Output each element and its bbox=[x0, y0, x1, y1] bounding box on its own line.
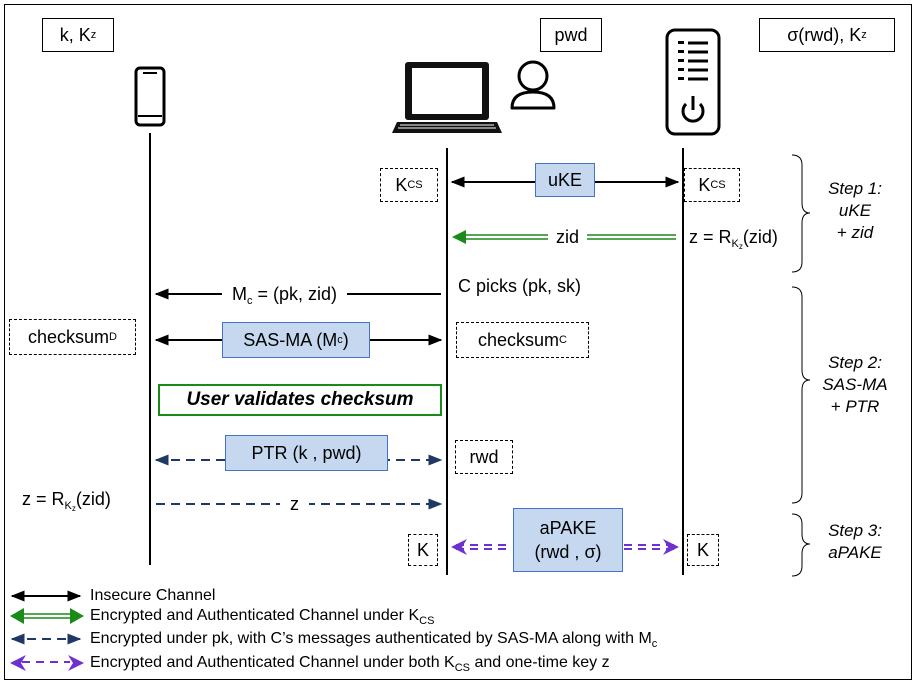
step1-title: Step 1: bbox=[828, 179, 882, 198]
apake-arrow bbox=[451, 539, 679, 555]
server-z-def-pre: z = R bbox=[689, 227, 732, 247]
phone-z-def-sub: K bbox=[64, 500, 72, 512]
client-kcs-text: K bbox=[395, 174, 408, 195]
legend-enc-pk-sub: c bbox=[651, 638, 658, 650]
user-secret-text: pwd bbox=[554, 24, 588, 45]
checksum-c-text: checksum bbox=[478, 329, 560, 350]
legend-enc-pk-text: Encrypted under pk, with C’s messages au… bbox=[90, 630, 652, 647]
server-secret-sub: z bbox=[861, 29, 867, 41]
legend-both-text: Encrypted and Authenticated Channel unde… bbox=[90, 654, 455, 671]
step2-brace bbox=[791, 286, 811, 504]
step3-brace bbox=[791, 513, 811, 577]
step1-brace bbox=[791, 154, 811, 273]
legend-both-sub: CS bbox=[454, 662, 470, 674]
legend-both-post: and one-time key z bbox=[470, 654, 610, 671]
sasma-sub: c bbox=[337, 334, 343, 346]
step2-line3: + PTR bbox=[830, 397, 880, 416]
apake-line2: (rwd , σ) bbox=[534, 542, 602, 562]
step3-line2: aPAKE bbox=[828, 543, 882, 562]
uke-text: uKE bbox=[547, 169, 583, 190]
step3-title: Step 3: bbox=[828, 521, 882, 540]
server-secret-text: σ(rwd), K bbox=[787, 24, 862, 45]
user-validates-text: User validates checksum bbox=[186, 389, 414, 410]
checksum-d-text: checksum bbox=[28, 326, 110, 347]
user-validates-box: User validates checksum bbox=[158, 384, 442, 416]
phone-z-def-subsub: z bbox=[71, 504, 76, 513]
uke-box: uKE bbox=[535, 163, 595, 197]
server-k-text: K bbox=[696, 539, 709, 560]
phone-icon bbox=[134, 66, 166, 127]
legend-purple-arrow bbox=[10, 655, 84, 671]
server-kcs-sub: CS bbox=[710, 179, 726, 191]
step1-label: Step 1: uKE + zid bbox=[810, 178, 900, 244]
zid-label: zid bbox=[548, 228, 588, 246]
server-z-def-subsub: z bbox=[738, 242, 743, 251]
phone-z-def: z = RKz(zid) bbox=[22, 490, 111, 513]
step2-line2: SAS-MA bbox=[822, 375, 888, 394]
step3-label: Step 3: aPAKE bbox=[810, 520, 900, 564]
phone-z-def-pre: z = R bbox=[22, 489, 65, 509]
mc-post: = (pk, zid) bbox=[252, 284, 338, 304]
step2-label: Step 2: SAS-MA + PTR bbox=[810, 352, 900, 418]
phone-z-def-post: (zid) bbox=[75, 489, 111, 509]
rwd-text: rwd bbox=[469, 446, 499, 467]
server-z-def-post: (zid) bbox=[742, 227, 778, 247]
legend-enc-auth-text: Encrypted and Authenticated Channel unde… bbox=[90, 607, 420, 624]
user-icon bbox=[510, 60, 556, 110]
z-label: z bbox=[280, 495, 309, 513]
legend-both: Encrypted and Authenticated Channel unde… bbox=[90, 654, 610, 674]
client-k-text: K bbox=[416, 539, 429, 560]
server-z-def-sub: K bbox=[731, 238, 739, 250]
legend-insecure: Insecure Channel bbox=[90, 587, 215, 605]
client-kcs-sub: CS bbox=[407, 179, 423, 191]
legend-enc-auth: Encrypted and Authenticated Channel unde… bbox=[90, 607, 434, 627]
legend-enc-pk: Encrypted under pk, with C’s messages au… bbox=[90, 630, 657, 650]
sasma-pre: SAS-MA (M bbox=[243, 329, 338, 350]
apake-box: aPAKE (rwd , σ) bbox=[513, 508, 623, 572]
checksum-c-sub: C bbox=[559, 334, 567, 346]
step1-line2: uKE bbox=[838, 201, 872, 220]
ptr-text: PTR (k , pwd) bbox=[251, 442, 362, 463]
server-z-def: z = RKz(zid) bbox=[689, 228, 778, 251]
apake-line1: aPAKE bbox=[539, 518, 597, 538]
legend-green-arrow bbox=[10, 608, 84, 624]
checksum-d-sub: D bbox=[109, 331, 117, 343]
phone-secret-text: k, K bbox=[59, 24, 91, 45]
c-picks-label: C picks (pk, sk) bbox=[458, 276, 582, 296]
step2-title: Step 2: bbox=[828, 353, 882, 372]
server-kcs-text: K bbox=[698, 174, 711, 195]
ptr-box: PTR (k , pwd) bbox=[225, 435, 388, 471]
mc-label: Mc = (pk, zid) bbox=[222, 284, 348, 307]
rwd-box: rwd bbox=[455, 440, 513, 474]
phone-secret-sub: z bbox=[90, 29, 97, 41]
mc-pre: M bbox=[232, 284, 247, 304]
legend-insecure-text: Insecure Channel bbox=[90, 587, 216, 604]
laptop-icon bbox=[392, 62, 502, 133]
sasma-post: ) bbox=[342, 329, 349, 350]
user-secret-box: pwd bbox=[540, 18, 602, 52]
mc-sub: c bbox=[247, 295, 253, 307]
diagram-frame bbox=[4, 4, 912, 680]
legend-enc-auth-sub: CS bbox=[419, 615, 435, 627]
step1-line3: + zid bbox=[836, 223, 874, 242]
client-k-box: K bbox=[408, 534, 438, 566]
server-icon bbox=[665, 28, 721, 136]
server-k-box: K bbox=[687, 534, 719, 566]
